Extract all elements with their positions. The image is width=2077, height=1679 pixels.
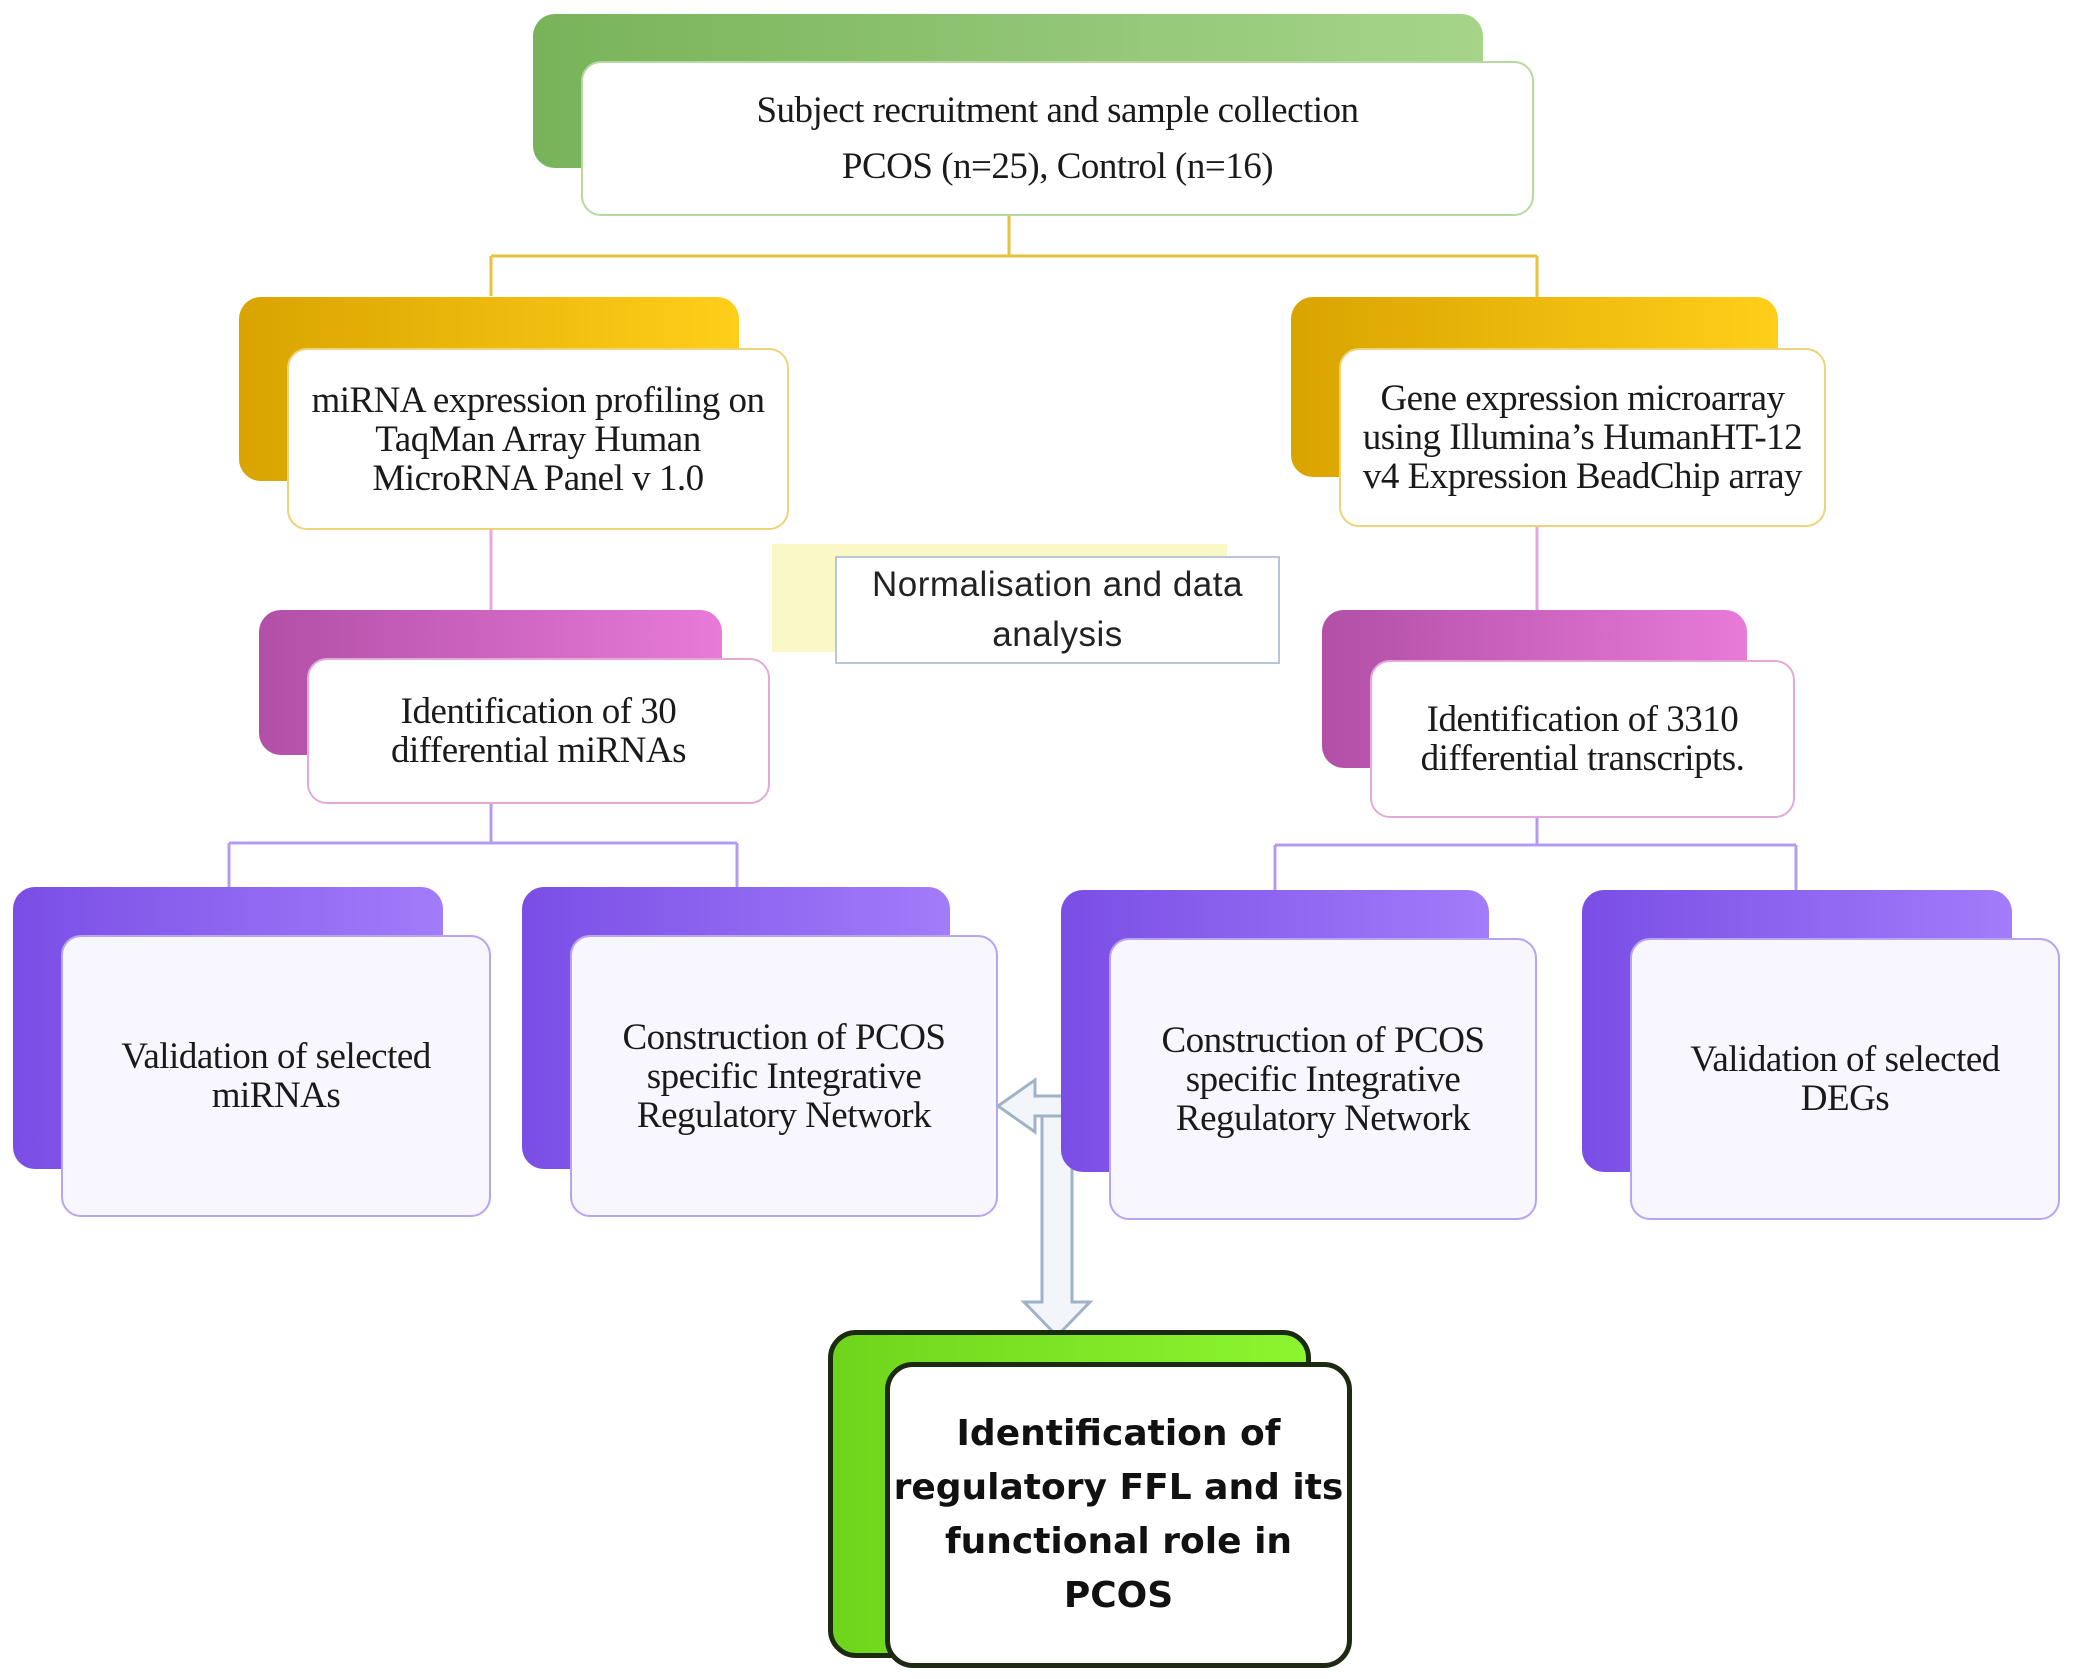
final-line-1: Identification of <box>956 1413 1281 1454</box>
mirna-profiling-line-2: TaqMan Array Human <box>375 418 701 460</box>
left-bottom-branch-connector <box>227 804 739 887</box>
mirna-profiling-line-1: miRNA expression profiling on <box>311 379 765 421</box>
diff-transcripts-box: Identification of 3310 differential tran… <box>1370 660 1795 818</box>
validation-mirnas-line-1: Validation of selected <box>121 1036 431 1077</box>
diff-transcripts-line-2: differential transcripts. <box>1420 738 1745 779</box>
validation-mirnas-box: Validation of selected miRNAs <box>61 935 491 1217</box>
subject-line-2: PCOS (n=25), Control (n=16) <box>841 145 1274 187</box>
construction-left-line-3: Regulatory Network <box>636 1094 932 1136</box>
normalisation-line-1: Normalisation and data <box>872 565 1243 604</box>
construction-left-line-2: specific Integrative <box>646 1055 922 1097</box>
normalisation-box: Normalisation and data analysis <box>835 556 1280 664</box>
diff-mirnas-box: Identification of 30 differential miRNAs <box>307 658 770 804</box>
construction-left-line-1: Construction of PCOS <box>622 1016 946 1058</box>
validation-degs-box: Validation of selected DEGs <box>1630 938 2060 1220</box>
gene-microarray-line-2: using Illumina’s HumanHT-12 <box>1362 417 1803 458</box>
mirna-profiling-box: miRNA expression profiling on TaqMan Arr… <box>287 348 789 530</box>
validation-degs-line-1: Validation of selected <box>1690 1039 2000 1080</box>
construction-right-line-2: specific Integrative <box>1185 1058 1461 1100</box>
mirna-profiling-line-3: MicroRNA Panel v 1.0 <box>372 457 704 499</box>
validation-mirnas-line-2: miRNAs <box>211 1075 341 1116</box>
construction-left-box: Construction of PCOS specific Integrativ… <box>570 935 998 1217</box>
final-line-4: PCOS <box>1063 1575 1174 1616</box>
construction-right-line-3: Regulatory Network <box>1175 1097 1471 1139</box>
final-line-3: functional role in <box>944 1521 1293 1562</box>
gene-microarray-box: Gene expression microarray using Illumin… <box>1339 348 1826 527</box>
diff-mirnas-line-2: differential miRNAs <box>390 730 687 771</box>
normalisation-line-2: analysis <box>992 615 1123 654</box>
right-bottom-branch-connector <box>1273 818 1798 890</box>
diff-transcripts-line-1: Identification of 3310 <box>1426 699 1739 740</box>
subject-recruitment-box: Subject recruitment and sample collectio… <box>581 61 1534 216</box>
diff-mirnas-line-1: Identification of 30 <box>400 691 677 732</box>
gene-microarray-line-3: v4 Expression BeadChip array <box>1362 456 1803 497</box>
gene-microarray-line-1: Gene expression microarray <box>1380 378 1785 419</box>
top-branch-connector <box>489 216 1539 348</box>
final-line-2: regulatory FFL and its <box>893 1467 1344 1508</box>
validation-degs-line-2: DEGs <box>1800 1078 1890 1119</box>
final-identification-box: Identification of regulatory FFL and its… <box>885 1362 1352 1668</box>
construction-right-box: Construction of PCOS specific Integrativ… <box>1109 938 1537 1220</box>
construction-right-line-1: Construction of PCOS <box>1161 1019 1485 1061</box>
subject-line-1: Subject recruitment and sample collectio… <box>756 89 1359 131</box>
